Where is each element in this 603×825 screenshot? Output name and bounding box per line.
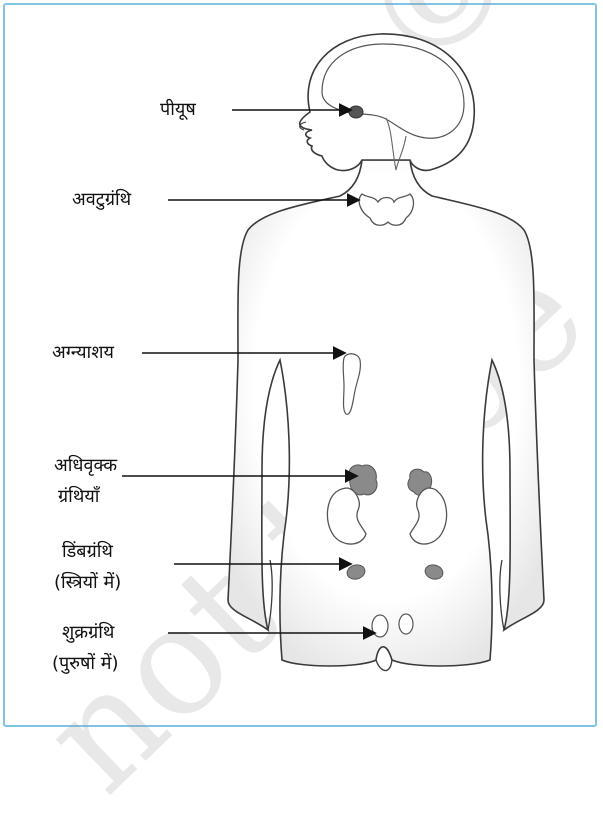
- label-pituitary: पीयूष: [160, 99, 196, 121]
- testis-right: [399, 614, 413, 634]
- label-testes-line2: (पुरुषों में): [52, 653, 119, 675]
- label-thyroid: अवटुग्रंथि: [72, 189, 131, 211]
- pituitary-gland: [349, 106, 363, 118]
- right-arm-inner: [500, 560, 504, 630]
- label-pancreas: अग्न्याशय: [52, 342, 114, 364]
- testis-left: [372, 615, 388, 637]
- label-testes-line1: शुक्रग्रंथि: [62, 622, 114, 644]
- leg-gap: [376, 660, 392, 671]
- body-outline: [228, 160, 544, 666]
- label-adrenal-line1: अधिवृक्क: [54, 455, 117, 477]
- label-adrenal-line2: ग्रंथियाँ: [58, 486, 99, 508]
- label-ovary-line1: डिंबग्रंथि: [62, 541, 113, 563]
- label-ovary-line2: (स्त्रियों में): [54, 572, 121, 594]
- left-arm-inner: [268, 560, 272, 630]
